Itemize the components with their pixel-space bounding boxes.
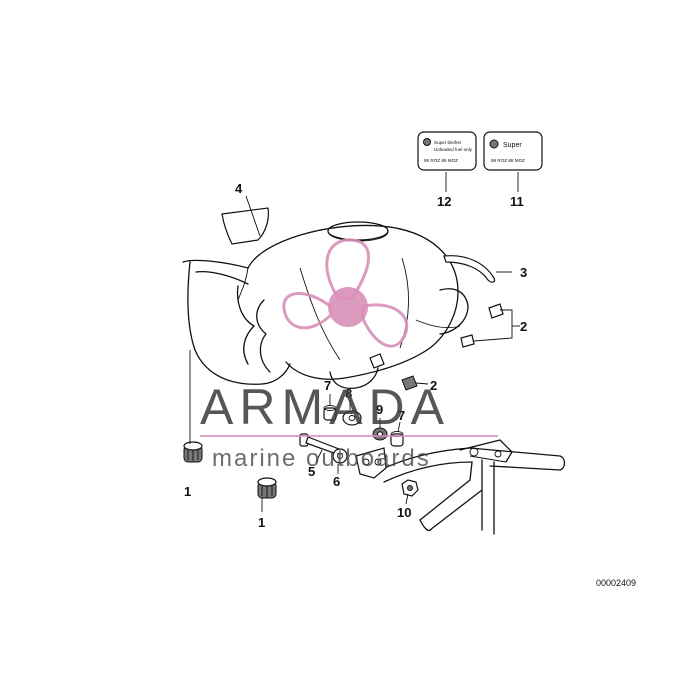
frame-section: [379, 439, 566, 535]
callout-labels: 4 12 11 3 2 2 7 8 9 7 5 6 10 1 1: [184, 181, 527, 530]
callout-7-right: 7: [398, 408, 405, 423]
callout-7-left: 7: [324, 378, 331, 393]
watermark-brand: ARMADA: [200, 379, 450, 435]
callout-4: 4: [235, 181, 243, 196]
decal-12: Super bleifrei Unleaded fuel only 95 ROZ…: [417, 131, 477, 171]
callout-8: 8: [345, 386, 352, 401]
rubber-mount-part-8: [342, 410, 362, 426]
bushing-part-7a: [323, 405, 337, 421]
decal-11-line2: 98 ROZ 88 MOZ: [491, 158, 525, 163]
callout-9: 9: [376, 402, 383, 417]
pads-part-2: [369, 303, 504, 391]
trim-strip-part-3: [443, 255, 496, 283]
callout-1-right: 1: [258, 515, 265, 530]
nut-part-10: [401, 479, 419, 497]
leader-lines: [189, 172, 520, 512]
callout-12: 12: [437, 194, 451, 209]
grommet-part-1b: [257, 477, 277, 499]
callout-1-left: 1: [184, 484, 191, 499]
callout-2-lower: 2: [430, 378, 437, 393]
drawing-number: 00002409: [596, 578, 636, 588]
fuel-tank: [182, 221, 469, 390]
mount-bracket: [355, 447, 387, 479]
callout-11: 11: [510, 194, 524, 209]
decal-12-line3: 95 ROZ 85 MOZ: [424, 158, 458, 163]
callout-10: 10: [397, 505, 411, 520]
watermark-tagline: marine outboards: [212, 445, 431, 472]
propeller-logo-icon: [282, 238, 409, 348]
callout-2-upper: 2: [520, 319, 527, 334]
callout-3: 3: [520, 265, 527, 280]
grommet-part-1a: [183, 441, 203, 463]
callout-5: 5: [308, 464, 315, 479]
decal-11: Super 98 ROZ 88 MOZ: [483, 131, 543, 171]
decal-12-line2: Unleaded fuel only: [434, 147, 473, 152]
washer-part-6: [332, 448, 348, 464]
decal-12-line1: Super bleifrei: [434, 140, 461, 145]
pad-part-4: [221, 207, 269, 245]
decal-11-title: Super: [503, 142, 522, 149]
callout-6: 6: [333, 474, 340, 489]
armada-watermark: ARMADA marine outboards: [200, 238, 498, 472]
